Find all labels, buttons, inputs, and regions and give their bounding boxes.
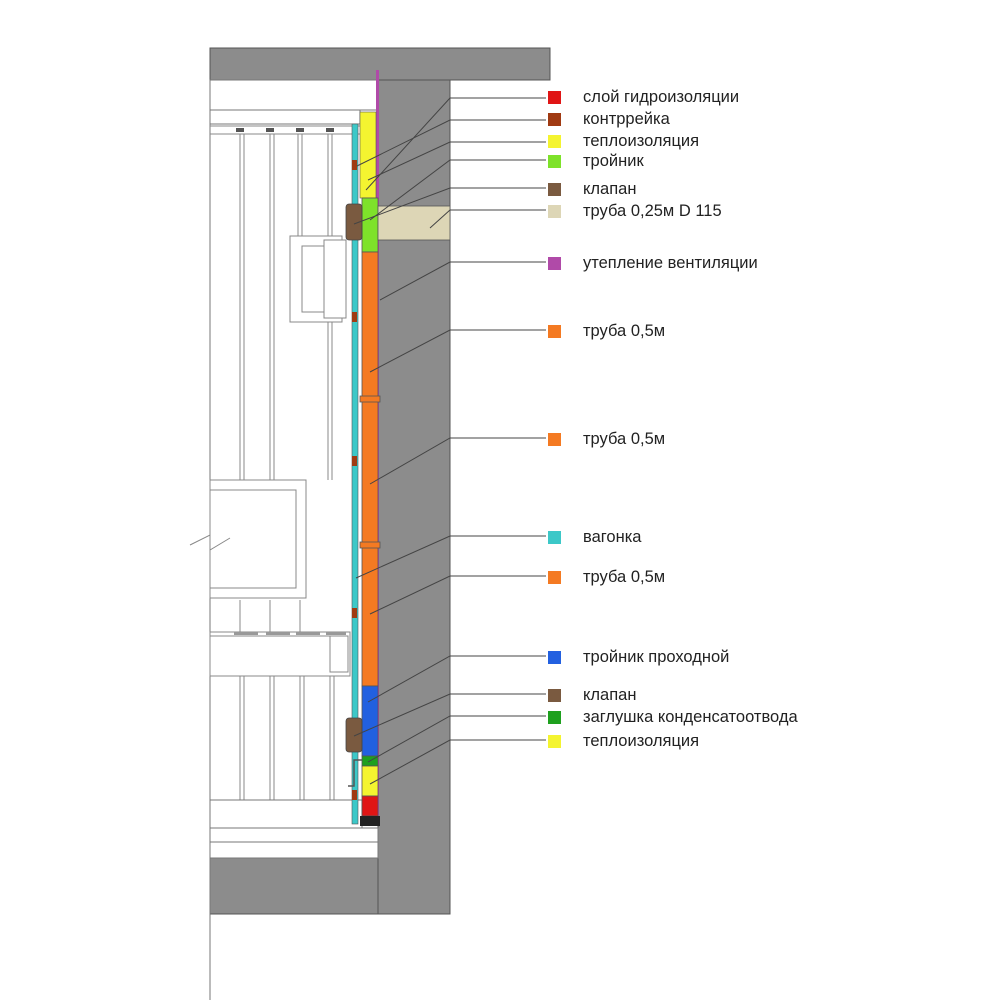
ceiling-band <box>209 79 379 111</box>
legend-label: труба 0,25м D 115 <box>583 201 722 220</box>
legend-label: тройник проходной <box>583 647 730 666</box>
bottom-base <box>360 816 380 826</box>
legend-item: труба 0,5м <box>548 320 665 342</box>
legend-item: теплоизоляция <box>548 130 699 152</box>
legend-label: тройник <box>583 151 644 170</box>
legend-swatch <box>548 182 561 196</box>
top-insulation <box>359 111 377 199</box>
pipe-joints <box>359 395 381 549</box>
interior-floor <box>209 799 379 859</box>
legend-item: заглушка конденсатоотвода <box>548 706 798 728</box>
lining-strip <box>351 123 359 825</box>
legend-item: контррейка <box>548 108 670 130</box>
legend-label: теплоизоляция <box>583 131 700 150</box>
valve-top <box>345 203 363 241</box>
vent-grille <box>289 235 347 323</box>
outer-wall <box>377 79 451 915</box>
legend-item: труба 0,25м D 115 <box>548 200 722 222</box>
batten-marks-top <box>236 128 334 132</box>
legend-label: труба 0,5м <box>583 321 666 340</box>
legend-item: тройник проходной <box>548 646 729 668</box>
pipes-05 <box>361 251 379 687</box>
legend-swatch <box>548 530 561 544</box>
legend-label: теплоизоляция <box>583 731 700 750</box>
legend-swatch <box>548 324 561 338</box>
legend-swatch <box>548 734 561 748</box>
bench-slats <box>234 632 346 635</box>
legend-label: труба 0,5м <box>583 567 666 586</box>
legend-swatch <box>548 112 561 126</box>
legend-label: клапан <box>583 685 637 704</box>
legend-item: утепление вентиляции <box>548 252 758 274</box>
legend-swatch <box>548 134 561 148</box>
legend-item: труба 0,5м <box>548 566 665 588</box>
legend-swatch <box>548 256 561 270</box>
legend-item: вагонка <box>548 526 641 548</box>
legend-label: вагонка <box>583 527 642 546</box>
legend-swatch <box>548 710 561 724</box>
legend-item: теплоизоляция <box>548 730 699 752</box>
floor-slab <box>209 857 381 915</box>
leader-lines <box>353 97 546 785</box>
legend-swatch <box>548 650 561 664</box>
bench-lower <box>209 631 351 677</box>
legend-item: клапан <box>548 178 636 200</box>
legend-label: труба 0,5м <box>583 429 666 448</box>
legend-label: клапан <box>583 179 637 198</box>
legend-item: слой гидроизоляции <box>548 86 739 108</box>
legend-label: слой гидроизоляции <box>583 87 740 106</box>
bench-upper <box>189 479 307 599</box>
ceiling-inner <box>209 109 361 125</box>
legend-swatch <box>548 688 561 702</box>
legend-swatch <box>548 90 561 104</box>
ceiling-slab <box>209 47 551 81</box>
legend-item: труба 0,5м <box>548 428 665 450</box>
legend-swatch <box>548 204 561 218</box>
legend-swatch <box>548 154 561 168</box>
pipe-025 <box>377 205 451 241</box>
legend-label: контррейка <box>583 109 670 128</box>
legend-item: клапан <box>548 684 636 706</box>
bottom-waterproof <box>361 795 379 817</box>
condensate-drain <box>348 759 362 787</box>
counter-battens <box>352 160 357 800</box>
legend-label: заглушка конденсатоотвода <box>583 707 798 726</box>
legend-swatch <box>548 432 561 446</box>
lining-boards <box>210 125 360 800</box>
tee <box>361 197 379 253</box>
valve-bottom <box>345 717 363 753</box>
legend-swatch <box>548 570 561 584</box>
legend-item: тройник <box>548 150 644 172</box>
through-tee <box>361 685 379 757</box>
legend-label: утепление вентиляции <box>583 253 758 272</box>
